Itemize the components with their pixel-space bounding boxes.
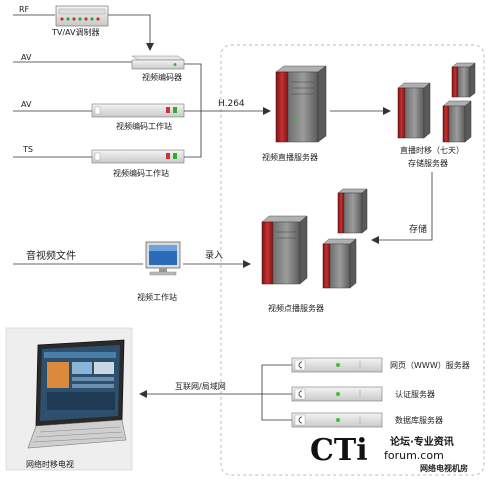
storage-flow-label: 存储 xyxy=(409,223,427,235)
logo-tagline: 论坛·专业资讯 xyxy=(390,435,454,448)
auth-server-rack xyxy=(291,386,383,402)
video-encoder-label: 视频编码器 xyxy=(142,72,182,82)
auth-server-label: 认证服务器 xyxy=(395,389,435,399)
record-flow-label: 录入 xyxy=(205,250,223,261)
storage-server-tower-2 xyxy=(451,62,476,98)
timeshift-storage-label-1: 直播时移（七天） xyxy=(400,145,464,155)
encoding-station-1-label: 视频编码工作站 xyxy=(116,121,172,131)
tv-av-modulator-label: TV/AV调制器 xyxy=(51,27,100,37)
video-workstation-device xyxy=(145,241,181,276)
av-label-2: AV xyxy=(21,100,32,109)
mobile-tv-label: 网络时移电视 xyxy=(26,459,74,469)
cti-logo: CTi xyxy=(310,433,368,468)
av-file-label: 音视频文件 xyxy=(26,249,76,262)
vod-server-label: 视频点播服务器 xyxy=(268,303,324,313)
encoding-station-2-device xyxy=(91,149,185,164)
h264-label: H.264 xyxy=(218,99,245,109)
ts-label: TS xyxy=(22,145,33,154)
encoding-station-2-label: 视频编码工作站 xyxy=(113,168,169,178)
live-server-label: 视频直播服务器 xyxy=(262,152,318,162)
storage-server-tower-3 xyxy=(442,100,472,143)
db-server-rack xyxy=(291,412,383,428)
mobile-tv-device xyxy=(5,327,133,471)
storage-server-tower-1 xyxy=(397,82,431,139)
timeshift-storage-label-2: 存储服务器 xyxy=(408,158,448,168)
web-server-rack xyxy=(291,357,383,373)
datacenter-border xyxy=(220,44,485,476)
vod-server-tower-main xyxy=(261,215,308,285)
vod-server-tower-2 xyxy=(337,188,368,234)
encoder-bus-line xyxy=(184,63,202,158)
tv-av-modulator-device xyxy=(55,5,109,27)
vod-server-tower-3 xyxy=(322,238,357,289)
modulator-to-encoder-line xyxy=(108,14,154,51)
web-server-label: 网页（WWW）服务器 xyxy=(390,360,470,370)
internet-label: 互联网/局域网 xyxy=(175,381,226,391)
live-server-tower xyxy=(275,65,327,143)
rack-bus-line xyxy=(261,364,268,421)
encoding-station-1-device xyxy=(91,103,185,118)
video-encoder-device xyxy=(131,55,185,70)
datacenter-label: 网络电视机房 xyxy=(420,463,468,473)
logo-url: forum.com xyxy=(384,449,444,462)
db-server-label: 数据库服务器 xyxy=(395,415,443,425)
av-label-1: AV xyxy=(21,53,32,62)
video-workstation-label: 视频工作站 xyxy=(137,292,177,302)
storage-to-vod-line xyxy=(371,172,433,244)
rf-label: RF xyxy=(19,5,30,14)
